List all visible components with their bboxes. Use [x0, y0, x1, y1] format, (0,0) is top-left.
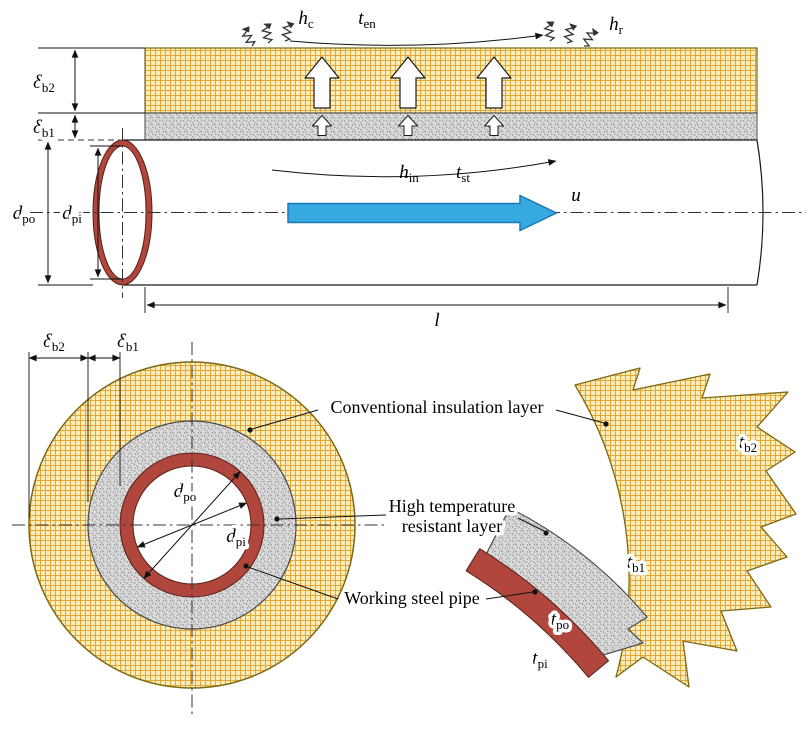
- label-delta-b2-cross: δb2: [43, 331, 65, 354]
- dimension-delta-b2-cross: [28, 352, 89, 518]
- dimension-delta-b1-cross: [87, 352, 121, 486]
- label-t-en: ten: [358, 8, 376, 31]
- dimension-d-pi: [90, 145, 123, 280]
- label-l: l: [434, 310, 439, 331]
- leader-working-steel-pipe: [243, 563, 538, 600]
- flow-arrow: [287, 194, 558, 232]
- radiation-squiggles-left: [240, 22, 292, 48]
- label-t-pi: tpi: [532, 648, 548, 671]
- longitudinal-section: δb2 δb1 dpo dpi hc ten hr hin tst u l: [9, 8, 806, 331]
- label-d-pi-cross: dpi: [226, 526, 246, 549]
- wedge-pipe: [465, 548, 610, 678]
- label-delta-b1-cross: δb1: [117, 331, 139, 354]
- label-d-po-cross: dpo: [174, 481, 197, 504]
- leader-text-high-temperature-line2: resistant layer: [402, 516, 502, 536]
- label-delta-b1-section: δb1: [33, 117, 55, 140]
- dimension-length: [144, 287, 729, 313]
- cross-section: δb2 δb1 dpo dpi Conventional insulation …: [12, 328, 797, 716]
- label-t-b2: tb2: [739, 432, 757, 455]
- label-t-b1: tb1: [627, 552, 645, 575]
- crosshair: [12, 342, 384, 716]
- leader-high-temperature: [274, 514, 549, 536]
- radiation-squiggles-right: [544, 22, 597, 49]
- dimension-delta-b2: [38, 47, 145, 114]
- insulation-layer-section: [144, 47, 758, 114]
- heat-flux-arrows: [304, 56, 512, 109]
- dimension-delta-b1: [38, 114, 120, 141]
- label-t-st: tst: [456, 162, 470, 185]
- label-u: u: [571, 185, 581, 206]
- label-d-pi-section: dpi: [62, 203, 82, 226]
- label-delta-b2-section: δb2: [33, 72, 55, 95]
- leader-conventional-insulation: [247, 409, 609, 433]
- label-h-in: hin: [399, 162, 419, 185]
- dimension-d-po: [38, 141, 93, 286]
- label-h-r: hr: [609, 14, 624, 37]
- convection-arrow-inside: [271, 159, 557, 178]
- resistant-heat-arrows: [312, 115, 504, 136]
- leader-text-high-temperature-line1: High temperature: [389, 496, 515, 516]
- leader-text-conventional-insulation: Conventional insulation layer: [331, 397, 544, 417]
- resistant-layer-section: [144, 112, 758, 141]
- label-d-po-section: dpo: [13, 203, 36, 226]
- convection-arrow-outside: [289, 32, 544, 46]
- dimension-d-pi-cross: [136, 502, 248, 548]
- label-h-c: hc: [298, 8, 314, 31]
- leader-text-working-steel-pipe: Working steel pipe: [344, 588, 480, 608]
